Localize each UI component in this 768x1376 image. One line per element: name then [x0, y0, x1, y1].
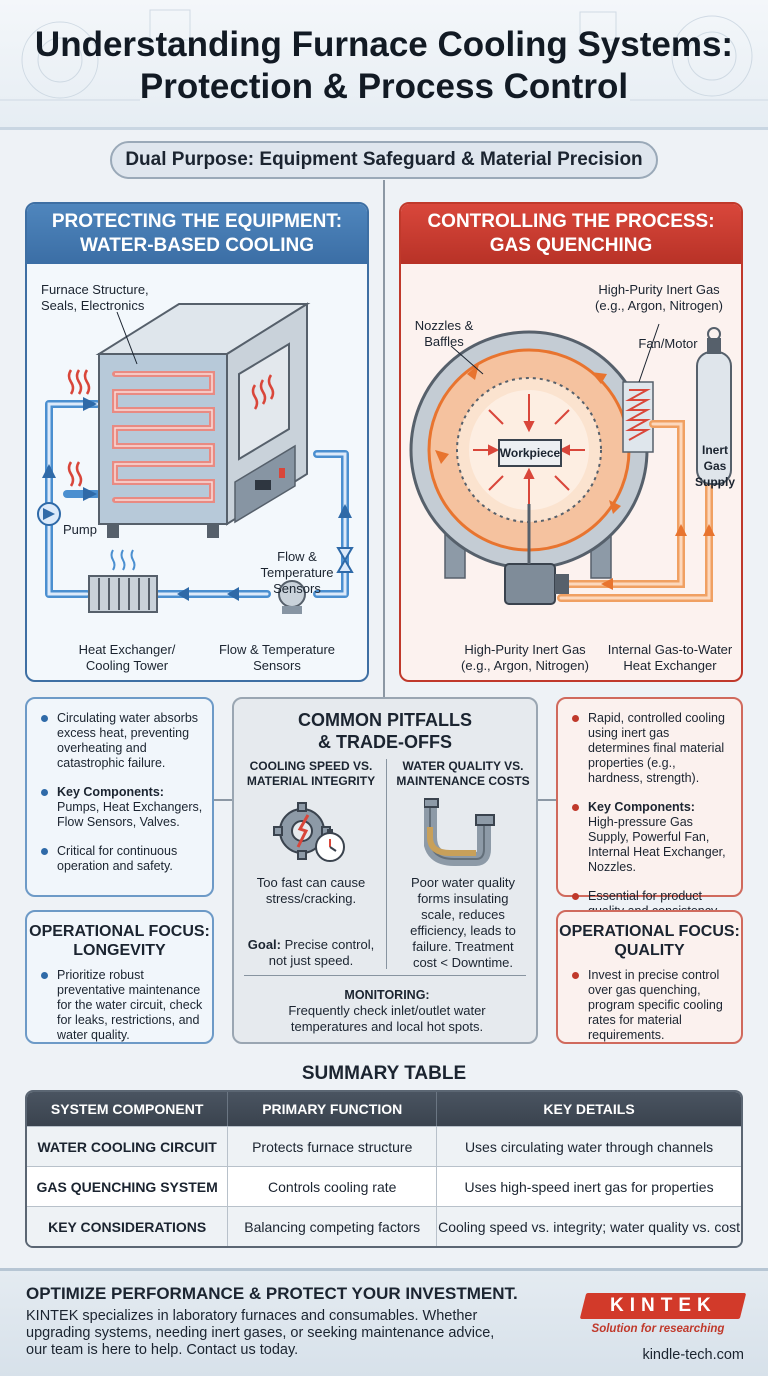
gas-quenching-panel-title: CONTROLLING THE PROCESS: GAS QUENCHING [401, 204, 741, 264]
info-bullet: Key Components: High-pressure Gas Supply… [572, 800, 733, 875]
dual-purpose-banner: Dual Purpose: Equipment Safeguard & Mate… [110, 141, 658, 179]
label-fan-motor: Fan/Motor [638, 336, 698, 351]
table-cell: GAS QUENCHING SYSTEM [27, 1166, 229, 1206]
connector-lines [214, 180, 556, 801]
col2-text: Poor water quality forms insulating scal… [410, 875, 516, 970]
water-cooling-diagram [37, 302, 354, 614]
table-header: PRIMARY FUNCTION [228, 1092, 438, 1126]
table-header: KEY DETAILS [437, 1092, 741, 1126]
focus-bullet: Prioritize robust preventative maintenan… [41, 968, 204, 1043]
focus-title: OPERATIONAL FOCUS: LONGEVITY [29, 923, 210, 959]
label-internal-hx: Internal Gas-to-Water Heat Exchanger [607, 642, 733, 673]
column-divider [386, 759, 387, 969]
col1-goal: Goal: Precise control, not just speed. [247, 937, 375, 968]
pitfalls-title: COMMON PITFALLS & TRADE-OFFS [298, 710, 472, 752]
table-cell: Uses circulating water through channels [437, 1126, 741, 1166]
focus-title: OPERATIONAL FOCUS: QUALITY [559, 923, 740, 959]
footer-text: KINTEK specializes in laboratory furnace… [26, 1308, 495, 1358]
water-cooling-panel-title: PROTECTING THE EQUIPMENT: WATER-BASED CO… [27, 204, 367, 264]
website-link[interactable]: kindle-tech.com [642, 1347, 744, 1363]
table-cell: Uses high-speed inert gas for properties [437, 1166, 741, 1206]
page-title: Understanding Furnace Cooling Systems: P… [34, 25, 734, 106]
gas-quenching-diagram [409, 323, 732, 605]
col1-text: Too fast can cause stress/cracking. [256, 875, 366, 906]
table-row: WATER COOLING CIRCUIT Protects furnace s… [27, 1126, 741, 1166]
footer-heading: OPTIMIZE PERFORMANCE & PROTECT YOUR INVE… [26, 1284, 518, 1303]
label-gas-top: High-Purity Inert Gas (e.g., Argon, Nitr… [595, 282, 723, 313]
label-nozzles: Nozzles & Baffles [414, 318, 474, 349]
gas-quenching-panel: CONTROLLING THE PROCESS: GAS QUENCHING [399, 202, 743, 682]
blueprint-decoration [0, 9, 768, 101]
info-bullet: Key Components: Pumps, Heat Exchangers, … [41, 785, 204, 830]
focus-bullet: Invest in precise control over gas quenc… [572, 968, 733, 1043]
monitoring-text: MONITORING: Frequently check inlet/outle… [288, 988, 486, 1034]
label-pump: Pump [63, 522, 97, 537]
footer: OPTIMIZE PERFORMANCE & PROTECT YOUR INVE… [0, 1268, 768, 1376]
info-bullet: Circulating water absorbs excess heat, p… [41, 711, 204, 771]
summary-table: SYSTEM COMPONENT PRIMARY FUNCTION KEY DE… [25, 1090, 743, 1248]
logo-slogan: Solution for researching [591, 1323, 725, 1335]
col1-heading: COOLING SPEED VS. MATERIAL INTEGRITY [246, 759, 376, 788]
water-cooling-info: Circulating water absorbs excess heat, p… [25, 697, 214, 897]
gas-quenching-info: Rapid, controlled cooling using inert ga… [556, 697, 743, 918]
operational-focus-quality: OPERATIONAL FOCUS: QUALITY Invest in pre… [556, 910, 743, 1044]
label-sensors-right: Flow & Temperature Sensors [260, 549, 334, 596]
label-heat-exchanger: Heat Exchanger/ Cooling Tower [78, 642, 176, 673]
table-cell: Controls cooling rate [228, 1166, 438, 1206]
table-cell: Cooling speed vs. integrity; water quali… [437, 1206, 741, 1246]
summary-table-title: SUMMARY TABLE [301, 1063, 467, 1084]
operational-focus-longevity: OPERATIONAL FOCUS: LONGEVITY Prioritize … [25, 910, 214, 1044]
label-gas-bottom: High-Purity Inert Gas (e.g., Argon, Nitr… [461, 642, 589, 673]
gear-stopwatch-icon [273, 802, 345, 862]
col2-heading: WATER QUALITY VS. MAINTENANCE COSTS [396, 759, 530, 788]
table-cell: WATER COOLING CIRCUIT [27, 1126, 229, 1166]
label-furnace-structure: Furnace Structure, Seals, Electronics [41, 282, 149, 313]
label-sensors-bottom: Flow & Temperature Sensors [218, 642, 336, 673]
label-gas-supply: Inert Gas Supply [695, 443, 736, 489]
table-header: SYSTEM COMPONENT [27, 1092, 229, 1126]
table-row: GAS QUENCHING SYSTEM Controls cooling ra… [27, 1166, 741, 1206]
water-cooling-panel: PROTECTING THE EQUIPMENT: WATER-BASED CO… [25, 202, 369, 682]
pitfalls-box: COMMON PITFALLS & TRADE-OFFS COOLING SPE… [232, 697, 538, 1044]
kintek-logo[interactable]: KINTEK [579, 1293, 747, 1319]
table-cell: KEY CONSIDERATIONS [27, 1206, 229, 1246]
table-cell: Protects furnace structure [228, 1126, 438, 1166]
header: Understanding Furnace Cooling Systems: P… [0, 0, 768, 130]
label-workpiece: Workpiece [499, 446, 561, 460]
scaled-pipe-icon [424, 798, 495, 866]
info-bullet: Critical for continuous operation and sa… [41, 844, 204, 874]
table-cell: Balancing competing factors [228, 1206, 438, 1246]
monitoring-divider [244, 975, 526, 976]
table-header-row: SYSTEM COMPONENT PRIMARY FUNCTION KEY DE… [27, 1092, 741, 1126]
info-bullet: Rapid, controlled cooling using inert ga… [572, 711, 733, 786]
table-row: KEY CONSIDERATIONS Balancing competing f… [27, 1206, 741, 1246]
